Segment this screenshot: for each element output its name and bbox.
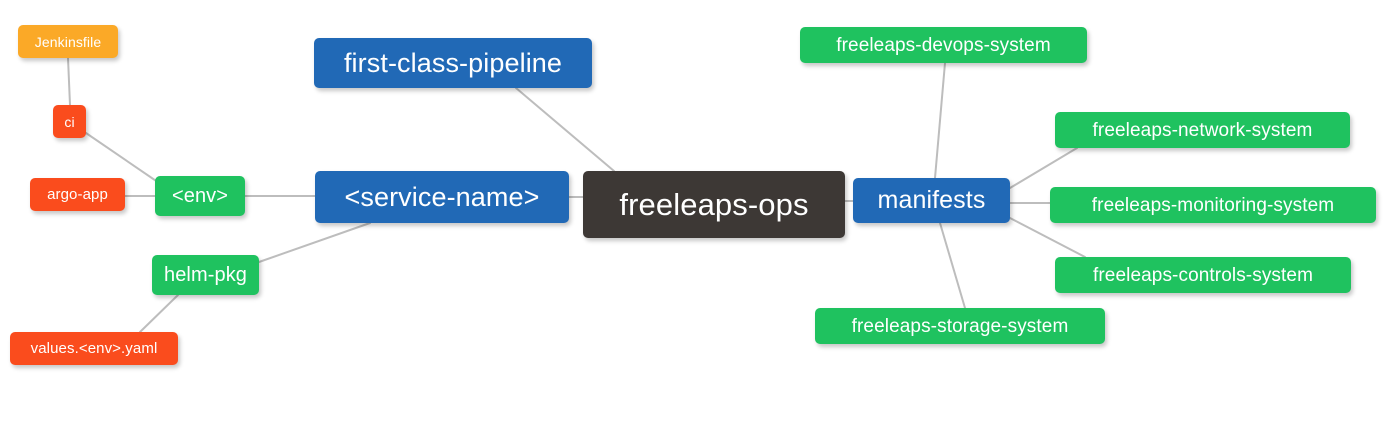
node-label-freeleaps-network-system: freeleaps-network-system [1092, 119, 1313, 141]
node-service-name[interactable]: <service-name> [315, 171, 569, 223]
node-label-env: <env> [171, 185, 229, 207]
node-label-jenkinsfile: Jenkinsfile [34, 33, 102, 50]
node-env[interactable]: <env> [155, 176, 245, 216]
node-label-argo-app: argo-app [47, 186, 108, 203]
node-label-values-yaml: values.<env>.yaml [30, 340, 158, 357]
node-argo-app[interactable]: argo-app [30, 178, 125, 211]
edge-values-yaml-to-helm-pkg [139, 294, 179, 333]
node-freeleaps-monitoring-system[interactable]: freeleaps-monitoring-system [1050, 187, 1376, 223]
node-freeleaps-network-system[interactable]: freeleaps-network-system [1055, 112, 1350, 148]
node-label-ci: ci [64, 113, 75, 130]
node-label-service-name: <service-name> [344, 181, 540, 212]
edge-manifests-to-freeleaps-network-system [1009, 147, 1078, 189]
node-values-yaml[interactable]: values.<env>.yaml [10, 332, 178, 365]
edge-manifests-to-freeleaps-storage-system [939, 222, 966, 309]
edge-manifests-to-freeleaps-controls-system [1009, 217, 1086, 258]
node-freeleaps-storage-system[interactable]: freeleaps-storage-system [815, 308, 1105, 344]
node-jenkinsfile[interactable]: Jenkinsfile [18, 25, 118, 58]
node-label-freeleaps-ops: freeleaps-ops [619, 187, 809, 222]
edge-manifests-to-freeleaps-devops-system [934, 62, 946, 179]
node-label-helm-pkg: helm-pkg [163, 264, 248, 286]
node-helm-pkg[interactable]: helm-pkg [152, 255, 259, 295]
edge-first-class-pipeline-to-freeleaps-ops [515, 87, 615, 172]
node-label-freeleaps-storage-system: freeleaps-storage-system [851, 315, 1069, 337]
node-first-class-pipeline[interactable]: first-class-pipeline [314, 38, 592, 88]
node-label-freeleaps-monitoring-system: freeleaps-monitoring-system [1091, 194, 1335, 216]
node-freeleaps-devops-system[interactable]: freeleaps-devops-system [800, 27, 1087, 63]
node-label-first-class-pipeline: first-class-pipeline [343, 47, 563, 78]
node-freeleaps-ops[interactable]: freeleaps-ops [583, 171, 845, 238]
node-label-manifests: manifests [877, 186, 986, 214]
node-label-freeleaps-controls-system: freeleaps-controls-system [1092, 264, 1314, 286]
node-manifests[interactable]: manifests [853, 178, 1010, 223]
node-ci[interactable]: ci [53, 105, 86, 138]
edge-jenkinsfile-to-ci [67, 57, 71, 106]
edge-helm-pkg-to-service-name [258, 222, 371, 263]
node-freeleaps-controls-system[interactable]: freeleaps-controls-system [1055, 257, 1351, 293]
node-label-freeleaps-devops-system: freeleaps-devops-system [836, 34, 1051, 56]
